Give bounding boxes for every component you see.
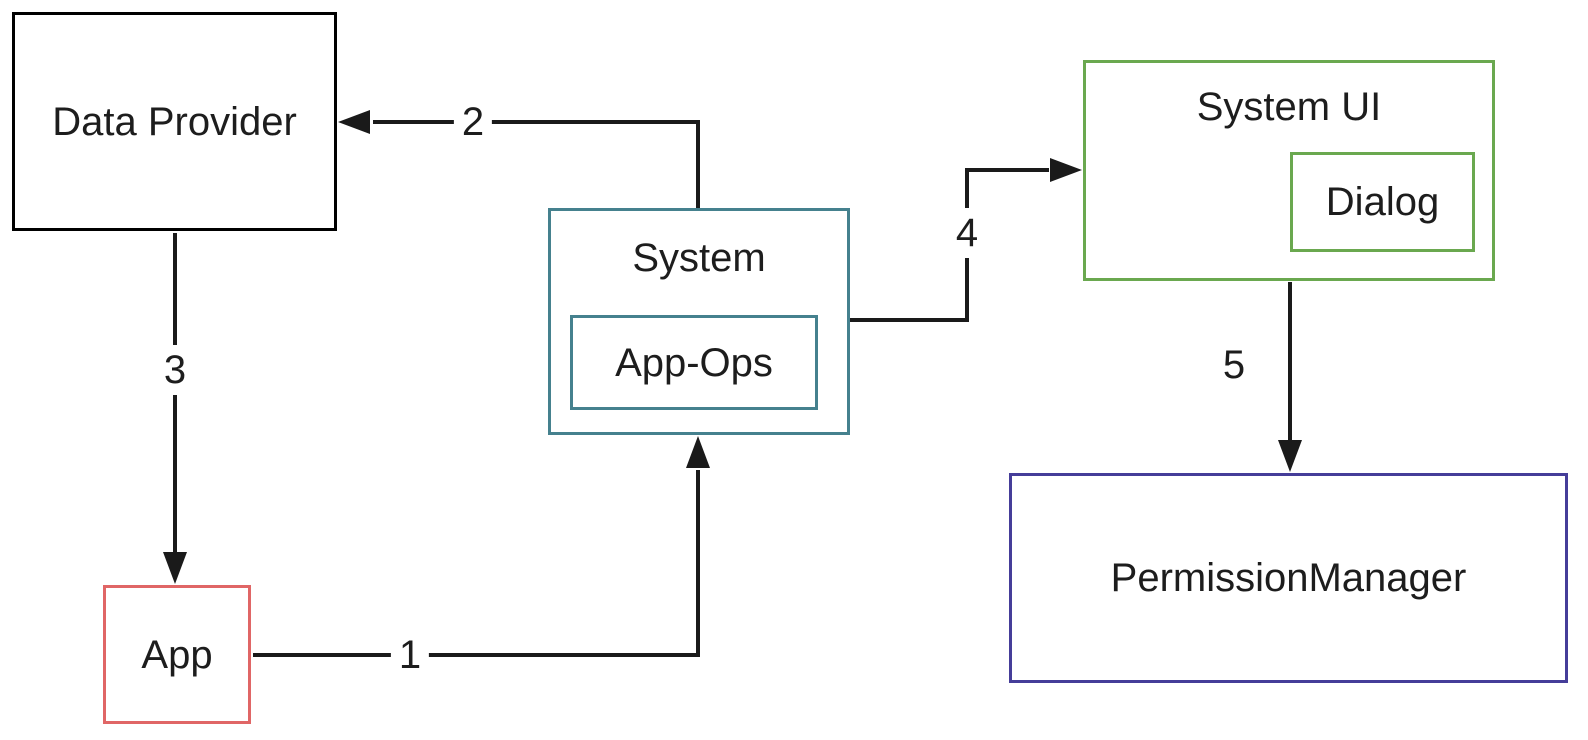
arrow-3 xyxy=(163,233,187,584)
node-app: App xyxy=(103,585,251,724)
arrow-2-line xyxy=(373,120,700,211)
arrow-2 xyxy=(338,110,700,211)
arrow-4-head xyxy=(1050,158,1082,182)
node-permission-manager-label: PermissionManager xyxy=(1110,556,1467,600)
edge-label-2: 2 xyxy=(453,97,493,147)
arrow-5-head xyxy=(1278,440,1302,472)
edge-label-3: 3 xyxy=(155,345,195,395)
node-system-ui: System UI Dialog xyxy=(1083,60,1495,281)
node-dialog: Dialog xyxy=(1290,152,1475,252)
arrow-1 xyxy=(253,436,710,657)
edge-label-5: 5 xyxy=(1214,340,1254,390)
arrow-5 xyxy=(1278,282,1302,472)
node-system-label: System xyxy=(632,236,766,280)
node-system-ui-label: System UI xyxy=(1196,85,1382,129)
node-app-ops: App-Ops xyxy=(570,315,818,410)
arrow-2-head xyxy=(338,110,370,134)
arrow-3-head xyxy=(163,552,187,584)
node-app-ops-label: App-Ops xyxy=(615,340,773,385)
arrow-1-head xyxy=(686,436,710,468)
node-app-label: App xyxy=(141,632,213,677)
node-permission-manager: PermissionManager xyxy=(1009,473,1568,683)
arrow-1-line xyxy=(253,470,700,657)
node-system: System App-Ops xyxy=(548,208,850,435)
edge-label-4: 4 xyxy=(947,208,987,258)
node-dialog-label: Dialog xyxy=(1325,180,1440,224)
node-data-provider: Data Provider xyxy=(12,12,337,231)
edge-label-1: 1 xyxy=(390,630,430,680)
node-data-provider-label: Data Provider xyxy=(52,99,297,144)
